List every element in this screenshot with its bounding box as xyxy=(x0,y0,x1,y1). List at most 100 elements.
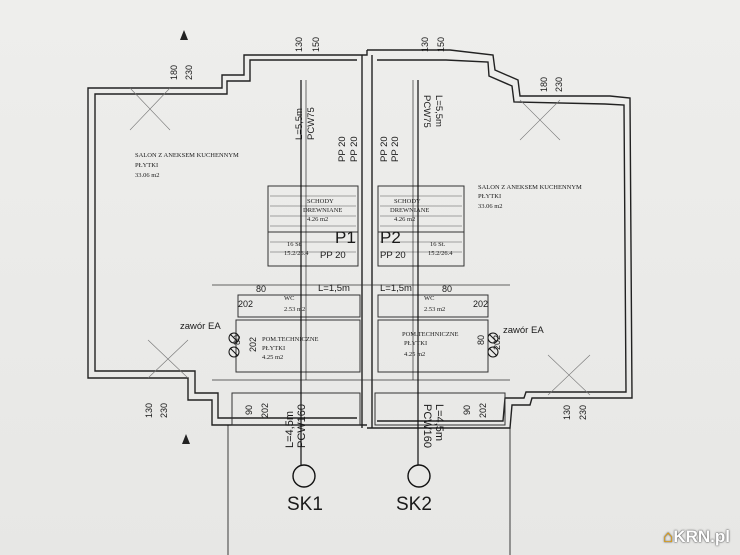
steps-left-dim: 15.2/26.4 xyxy=(284,250,309,257)
dim-tech-right-w: 80 xyxy=(476,335,486,345)
drain-right-length: L=4,5m xyxy=(433,404,445,441)
tech-right-box xyxy=(377,319,489,373)
salon-left-name: SALON Z ANEKSEM KUCHENNYM xyxy=(135,152,239,159)
dim-wc-left-h: 202 xyxy=(238,299,253,309)
dim-wc-left-w: 80 xyxy=(256,284,266,294)
steps-right-count: 16 St. xyxy=(430,241,446,248)
manhole-sk1-label: SK1 xyxy=(287,494,323,515)
dim-side-left-b: 230 xyxy=(184,65,194,80)
steps-right-dim: 15.2/26.4 xyxy=(428,250,453,257)
dim-top-right-b: 150 xyxy=(436,37,446,52)
wc-left-box xyxy=(237,294,361,318)
drain-pipes xyxy=(227,80,511,555)
vent-left-type: PCW75 xyxy=(306,107,317,140)
pp-right-2: PP 20 xyxy=(390,136,401,162)
dim-tech-left-h: 202 xyxy=(248,337,258,352)
dim-top-left-b: 150 xyxy=(311,37,321,52)
manhole-sk2-icon xyxy=(407,464,431,488)
drain-left-type: PCW160 xyxy=(296,404,308,448)
dim-wc-right-w: 80 xyxy=(442,284,452,294)
right-unit-outer-wall xyxy=(367,49,633,429)
vent-right-type: PCW75 xyxy=(421,95,432,128)
vent-right-length: L=5,5m xyxy=(433,95,444,127)
watermark-logo: ⌂KRN.pl xyxy=(663,527,730,547)
dim-side-left-a: 180 xyxy=(169,65,179,80)
tech-right-name: POM.TECHNICZNE xyxy=(402,331,459,338)
dim-vest-left-w: 90 xyxy=(244,405,254,415)
salon-right-name: SALON Z ANEKSEM KUCHENNYM xyxy=(478,184,582,191)
drain-left-length: L=4,5m xyxy=(284,411,296,448)
stairs-right-floor: DREWNIANE xyxy=(390,207,429,214)
dim-side-right-b: 230 xyxy=(554,77,564,92)
stairs-right-area: 4.26 m2 xyxy=(394,216,415,223)
tech-left-floor: PŁYTKI xyxy=(262,345,285,352)
wc-left-area: 2.53 m2 xyxy=(284,306,305,313)
pp-mid-left: PP 20 xyxy=(320,250,346,261)
salon-right-floor: PŁYTKI xyxy=(478,193,501,200)
pp-left-1: PP 20 xyxy=(337,136,348,162)
stairs-left-box xyxy=(267,185,359,267)
stairs-left-floor: DREWNIANE xyxy=(303,207,342,214)
wc-pipe-right: L=1,5m xyxy=(380,283,412,294)
salon-left-area: 33.06 m2 xyxy=(135,172,160,179)
dim-tech-right-h: 202 xyxy=(492,335,502,350)
section-marker-top xyxy=(180,30,188,40)
stairs-right-box xyxy=(377,185,465,267)
valve-right-icon xyxy=(487,332,499,358)
section-marker-bottom xyxy=(182,434,190,444)
dim-wc-right-h: 202 xyxy=(473,299,488,309)
drain-right-type: PCW160 xyxy=(421,404,433,448)
dim-vest-right-w: 90 xyxy=(462,405,472,415)
pp-left-2: PP 20 xyxy=(349,136,360,162)
left-unit-inner-wall xyxy=(94,59,357,419)
pp-mid-right: PP 20 xyxy=(380,250,406,261)
dim-bottom-left-a: 130 xyxy=(144,403,154,418)
unit-p2-label: P2 xyxy=(380,228,401,247)
dim-bottom-right-a: 130 xyxy=(562,405,572,420)
dim-bottom-right-b: 230 xyxy=(578,405,588,420)
dim-vest-left-h: 202 xyxy=(260,403,270,418)
dim-tech-left-w: 80 xyxy=(232,335,242,345)
pp-right-1: PP 20 xyxy=(379,136,390,162)
wc-right-area: 2.53 m2 xyxy=(424,306,445,313)
tech-left-name: POM.TECHNICZNE xyxy=(262,336,319,343)
vest-right-box xyxy=(374,392,506,426)
manhole-sk1-icon xyxy=(292,464,316,488)
outer-walls xyxy=(87,49,633,429)
salon-right-area: 33.06 m2 xyxy=(478,203,503,210)
valve-left-label: zawór EA xyxy=(180,321,221,332)
salon-left-floor: PŁYTKI xyxy=(135,162,158,169)
wc-pipe-left: L=1,5m xyxy=(318,283,350,294)
dim-vest-right-h: 202 xyxy=(478,403,488,418)
dim-top-right-a: 130 xyxy=(420,37,430,52)
stairs-left-area: 4.26 m2 xyxy=(307,216,328,223)
wc-right-label: WC xyxy=(424,295,434,302)
vest-left-box xyxy=(231,392,361,426)
partitions xyxy=(212,185,510,426)
valve-right-label: zawór EA xyxy=(503,325,544,336)
stairs-left-name: SCHODY xyxy=(307,198,334,205)
wc-right-box xyxy=(377,294,489,318)
window-marks xyxy=(129,87,591,396)
tech-left-box xyxy=(235,319,361,373)
wc-left-label: WC xyxy=(284,295,294,302)
manhole-sk2-label: SK2 xyxy=(396,494,432,515)
steps-left-count: 16 St. xyxy=(287,241,303,248)
watermark-text: KRN.pl xyxy=(673,527,730,546)
tech-right-floor: PŁYTKI xyxy=(404,340,427,347)
tech-left-area: 4.25 m2 xyxy=(262,354,283,361)
valve-left-icon xyxy=(228,332,240,358)
dim-side-right-a: 180 xyxy=(539,77,549,92)
right-unit-inner-wall xyxy=(377,59,627,422)
stair-treads xyxy=(270,195,462,253)
stairs-right-name: SCHODY xyxy=(394,198,421,205)
dim-bottom-left-b: 230 xyxy=(159,403,169,418)
watermark-house-icon: ⌂ xyxy=(663,527,674,546)
dim-top-left-a: 130 xyxy=(294,37,304,52)
tech-right-area: 4.25 m2 xyxy=(404,351,425,358)
left-unit-outer-wall xyxy=(87,50,368,426)
unit-p1-label: P1 xyxy=(335,228,356,247)
vent-left-length: L=5,5m xyxy=(294,108,305,140)
